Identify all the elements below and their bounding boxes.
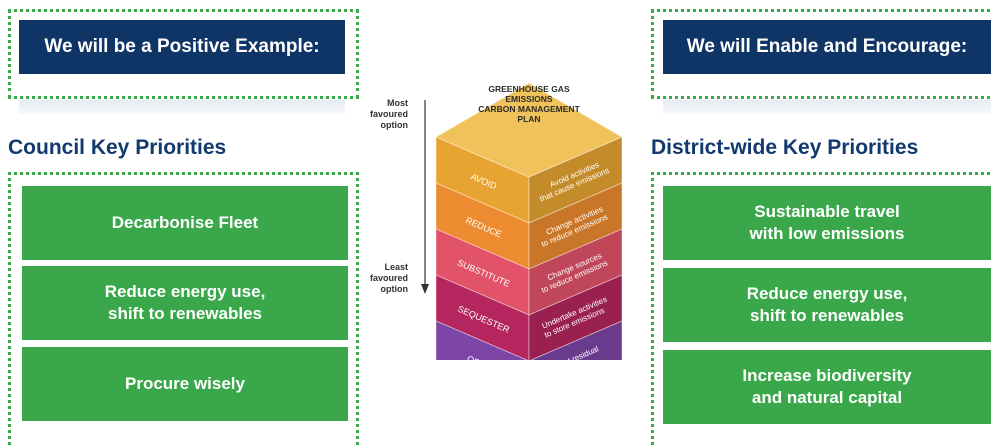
top-title-line-1: GREENHOUSE GAS — [488, 84, 570, 94]
left-heading: Council Key Priorities — [8, 136, 227, 159]
right-banner-shadow — [663, 100, 991, 114]
left-priority-2: Reduce energy use, shift to renewables — [22, 266, 348, 340]
right-heading: District-wide Key Priorities — [651, 136, 919, 159]
least-favoured-label: Least favoured option — [369, 262, 408, 294]
layer-offset-left — [435, 320, 528, 360]
left-priority-1: Decarbonise Fleet — [22, 186, 348, 260]
top-title-line-4: PLAN — [517, 114, 540, 124]
scale-arrow — [421, 100, 429, 294]
left-priorities-frame — [8, 172, 359, 445]
right-priority-2: Reduce energy use, shift to renewables — [663, 268, 991, 342]
left-banner-shadow — [19, 100, 345, 114]
right-top-frame — [651, 9, 991, 99]
right-priority-1: Sustainable travel with low emissions — [663, 186, 991, 260]
right-priority-3: Increase biodiversity and natural capita… — [663, 350, 991, 424]
most-favoured-label: Most favoured option — [369, 98, 408, 130]
top-title-line-2: EMISSIONS — [505, 94, 553, 104]
left-top-frame — [8, 9, 359, 99]
layer-sequester-left — [435, 274, 530, 360]
top-face — [435, 82, 623, 178]
top-title-line-3: CARBON MANAGEMENT — [478, 104, 580, 114]
right-priorities-frame — [651, 172, 991, 445]
layer-offset-right — [530, 320, 623, 360]
left-banner: We will be a Positive Example: — [19, 20, 345, 74]
left-priority-3: Procure wisely — [22, 347, 348, 421]
right-banner: We will Enable and Encourage: — [663, 20, 991, 74]
